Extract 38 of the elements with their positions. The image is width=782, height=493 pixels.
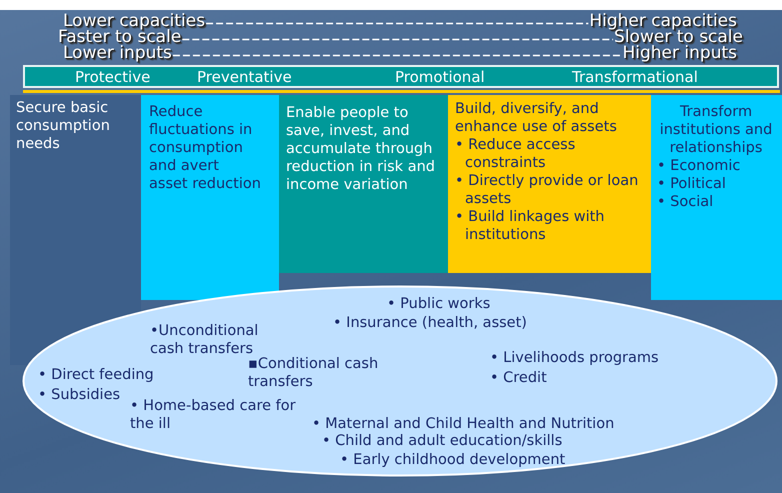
program-item: •Unconditional cash transfers xyxy=(150,322,260,357)
program-item: • Credit xyxy=(490,369,547,387)
column-panel xyxy=(448,95,651,273)
scale-label: Lower capacities xyxy=(63,13,206,30)
scale-label: Lower inputs xyxy=(63,45,172,62)
column-panel xyxy=(279,95,448,273)
column-text: Reduce fluctuations in consumption and avert asset reduction xyxy=(149,103,261,193)
bullet-item: • Political xyxy=(657,175,727,193)
program-item: • Child and adult education/skills xyxy=(322,432,562,450)
scale-label: Faster to scale xyxy=(58,29,182,46)
bullet-item: • Economic xyxy=(657,157,742,175)
bullet-item: • Social xyxy=(657,193,714,211)
column-text: Build, diversify, and enhance use of assets xyxy=(455,100,618,136)
bullet-item: • Reduce access constraints xyxy=(455,136,576,172)
program-item: • Livelihoods programs xyxy=(490,349,659,367)
program-item: • Maternal and Child Health and Nutrition xyxy=(312,415,614,433)
column-panel xyxy=(141,95,279,300)
bullet-item: • Directly provide or loan assets xyxy=(455,172,640,208)
program-item: • Public works xyxy=(387,295,490,313)
category-label: Promotional xyxy=(395,68,485,86)
program-item: • Direct feeding xyxy=(38,366,154,384)
scale-label: Slower to scale xyxy=(614,29,743,46)
program-item: • Home-based care for the ill xyxy=(130,397,297,433)
column-text: Transform institutions and relationships xyxy=(658,103,774,157)
bullet-item: • Build linkages with institutions xyxy=(455,208,606,244)
scale-label: Higher inputs xyxy=(622,45,737,62)
column-text: Secure basic consumption needs xyxy=(16,99,111,153)
program-item: • Subsidies xyxy=(38,386,120,404)
column-panel xyxy=(651,95,782,300)
category-label: Preventative xyxy=(197,68,292,86)
category-label: Transformational xyxy=(572,68,698,86)
column-text: Enable people to save, invest, and accumulate through reduction in risk and income variation xyxy=(286,104,436,194)
scale-label: Higher capacities xyxy=(589,13,737,30)
category-label: Protective xyxy=(75,68,150,86)
program-item: • Early childhood development xyxy=(340,451,566,469)
program-item: • Insurance (health, asset) xyxy=(333,314,527,332)
category-band xyxy=(23,65,779,88)
program-item: ▪Conditional cash transfers xyxy=(248,355,380,391)
